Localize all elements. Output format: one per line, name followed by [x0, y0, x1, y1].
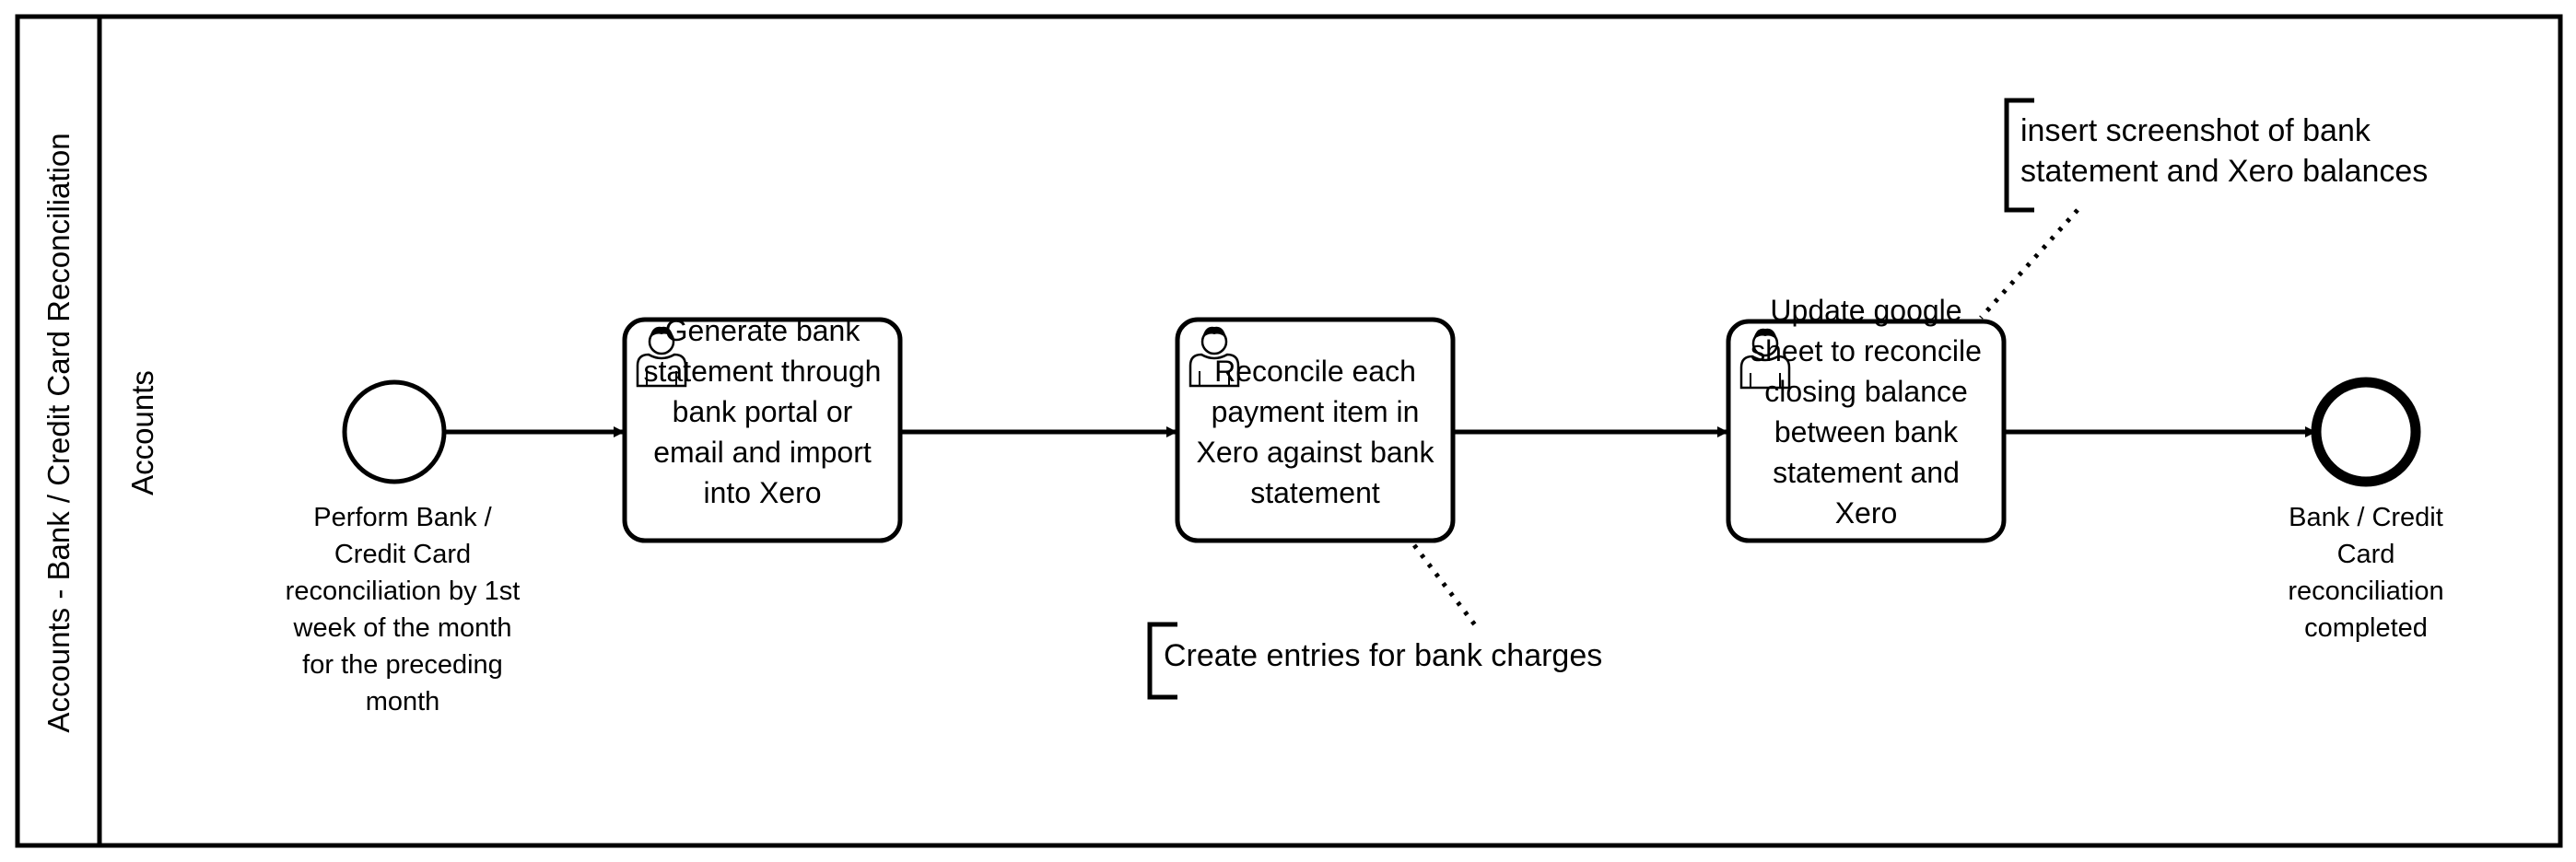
annotation-bank-charges: Create entries for bank charges	[1164, 638, 1603, 673]
user-icon	[1188, 326, 1240, 388]
end-event-label: Bank / Credit Card reconciliation comple…	[2288, 503, 2444, 643]
end-event[interactable]	[2311, 377, 2421, 487]
task-generate-statement-label: Generate bank statement through bank por…	[643, 314, 882, 509]
start-event-label: Perform Bank / Credit Card reconciliatio…	[285, 503, 521, 716]
association-bank-charges[interactable]	[1412, 543, 1478, 628]
annotation-bracket-screenshot	[2004, 98, 2034, 213]
annotation-screenshot: insert screenshot of bank statement and …	[2020, 113, 2429, 189]
pool-label: Accounts - Bank / Credit Card Reconcilia…	[41, 133, 76, 733]
association-screenshot[interactable]	[1979, 208, 2079, 320]
user-icon	[1739, 328, 1791, 390]
start-event[interactable]	[342, 379, 447, 484]
annotation-bracket-bank-charges	[1147, 622, 1177, 700]
task-update-sheet-label: Update google sheet to reconcile closing…	[1751, 294, 1982, 530]
user-icon	[636, 326, 687, 388]
task-reconcile-items-label: Reconcile each payment item in Xero agai…	[1196, 355, 1434, 509]
pool	[15, 14, 2563, 848]
lane-label: Accounts	[125, 370, 159, 495]
